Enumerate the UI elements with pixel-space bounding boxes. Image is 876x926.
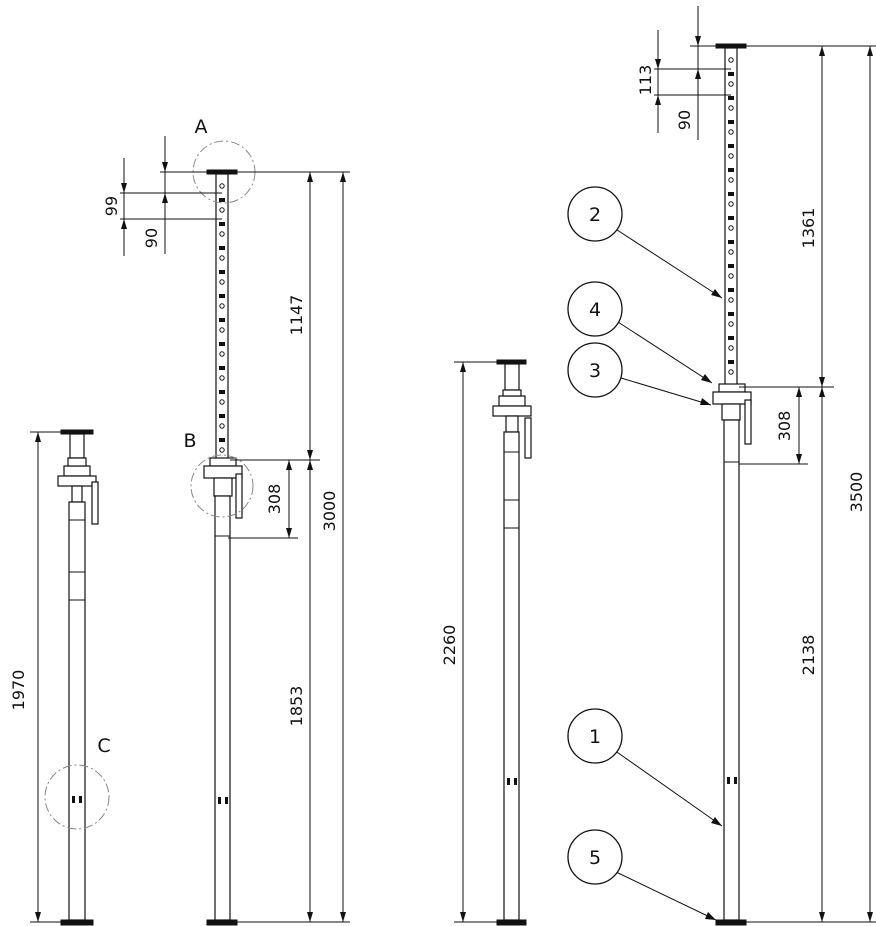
dim-90-right-label: 90 xyxy=(675,110,694,130)
dim-113-label: 113 xyxy=(636,65,655,96)
dim-1361-label: 1361 xyxy=(799,208,818,249)
detail-c-marker: C xyxy=(44,735,111,830)
detail-c-label: C xyxy=(97,735,110,757)
dim-99-label: 99 xyxy=(102,196,121,216)
dim-308-right: 308 xyxy=(739,387,808,465)
dim-1147-label: 1147 xyxy=(287,295,306,336)
dim-2260: 2260 xyxy=(440,361,500,923)
prop-extended-3000 xyxy=(203,169,243,926)
dim-chain-3500: 1361 2138 3500 xyxy=(739,46,876,923)
callout-5-label: 5 xyxy=(589,847,601,869)
dim-3500-label: 3500 xyxy=(847,472,866,513)
callout-2-label: 2 xyxy=(589,204,601,226)
prop-collapsed-2260 xyxy=(492,359,532,926)
inner-tube-holes-right xyxy=(728,57,734,375)
detail-a-label: A xyxy=(195,116,208,138)
dim-308-left: 308 xyxy=(228,460,298,539)
callout-2: 2 xyxy=(567,186,723,299)
dim-90-left-label: 90 xyxy=(142,228,161,248)
detail-b-label: B xyxy=(183,430,196,452)
callout-4: 4 xyxy=(567,281,713,384)
prop-extended-3500 xyxy=(712,43,752,926)
dim-113-90-right: 113 90 xyxy=(636,6,876,140)
prop-collapsed-short xyxy=(57,429,99,926)
dim-2260-label: 2260 xyxy=(440,625,459,666)
dim-1970-label: 1970 xyxy=(9,670,28,711)
dim-99-90-left: 99 90 xyxy=(102,136,350,256)
dim-1853-label: 1853 xyxy=(287,686,306,727)
callout-3-label: 3 xyxy=(589,360,601,382)
dim-308-right-label: 308 xyxy=(775,411,794,442)
dim-2138-label: 2138 xyxy=(799,635,818,676)
dim-chain-3000: 1147 1853 3000 xyxy=(230,172,350,923)
dim-308-left-label: 308 xyxy=(265,484,284,515)
detail-b-marker: B xyxy=(183,430,254,518)
callout-4-label: 4 xyxy=(589,299,601,321)
callout-1: 1 xyxy=(567,708,723,827)
callout-3: 3 xyxy=(567,342,712,406)
dim-3000-label: 3000 xyxy=(320,491,339,532)
callout-1-label: 1 xyxy=(589,726,601,748)
dim-1970: 1970 xyxy=(9,431,64,923)
callout-5: 5 xyxy=(567,829,717,921)
inner-tube-holes-left xyxy=(219,183,225,453)
